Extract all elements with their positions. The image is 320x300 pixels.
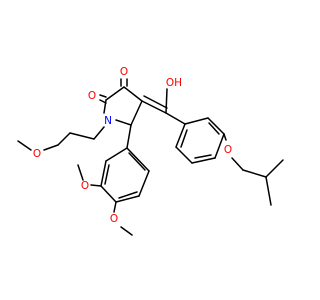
bond-c2-o-1 <box>99 94 107 98</box>
bond-aryl-o-isobutoxy <box>223 133 227 141</box>
bond-ch2-o <box>43 144 59 151</box>
bond-dmp-1 <box>105 147 128 162</box>
bond-exo-oh <box>165 88 168 114</box>
bond-exo-aryl <box>165 112 186 125</box>
bond-n-ch2 <box>93 126 105 140</box>
molecule-structure: O O N OH O O O O <box>0 0 300 300</box>
bond-o-ch2 <box>231 157 244 171</box>
bond-c4-exo-1 <box>141 100 167 114</box>
bond-o3-ch3 <box>77 164 84 181</box>
atom-n-ring: N <box>104 115 112 127</box>
bond-phenyl-inner-2 <box>194 154 212 159</box>
bond-phenyl-6 <box>175 123 186 148</box>
atom-labels: O O N OH O O O O <box>33 66 232 225</box>
bond-dmp-inner-2 <box>118 191 138 199</box>
atom-o-ketone: O <box>120 66 128 78</box>
bond-aryl-o-4 <box>113 201 117 213</box>
bond-dmp-inner-1 <box>104 164 110 185</box>
bond-dmp-4 <box>115 195 140 203</box>
bond-phenyl-5 <box>175 146 193 164</box>
bond-ch-ch3-a <box>265 176 272 206</box>
bond-aryl-o-3 <box>90 184 102 187</box>
bond-dmp-6 <box>126 147 150 172</box>
atom-o-lactam: O <box>88 90 96 102</box>
bond-c4-c5 <box>130 100 143 126</box>
atom-o-methoxy-3: O <box>81 180 89 192</box>
bond-c2-o-2 <box>99 99 107 104</box>
bond-phenyl-inner-3 <box>180 129 188 148</box>
atom-o-hydroxyl: OH <box>166 77 182 89</box>
bond-phenyl-4 <box>191 157 216 164</box>
bond-ch2-ch <box>242 169 267 178</box>
atom-o-methoxypropyl: O <box>33 148 41 160</box>
bond-phenyl-inner-1 <box>208 122 220 135</box>
bond-phenyl-1 <box>184 117 209 125</box>
bond-o-ch3 <box>17 140 32 151</box>
bond-lines <box>17 78 284 236</box>
bond-ch-ch3-b <box>265 159 284 178</box>
bond-phenyl-3 <box>214 133 225 159</box>
bond-dmp-5 <box>138 170 150 197</box>
atom-o-methoxy-4: O <box>110 213 118 225</box>
bond-c2-c3 <box>105 86 125 101</box>
bond-ch2-ch2-b <box>57 132 71 146</box>
atom-o-isobutoxy: O <box>224 144 232 156</box>
bond-c4-exo-2 <box>143 95 168 109</box>
bond-dmp-3 <box>100 185 117 203</box>
bond-dmp-2 <box>100 160 107 187</box>
bond-o4-ch3 <box>120 226 133 236</box>
bond-c3-c4 <box>123 86 143 102</box>
canvas-background <box>0 0 300 300</box>
bond-ch2-ch2 <box>69 132 95 140</box>
bond-c5-aryl <box>126 124 132 149</box>
bond-phenyl-2 <box>207 117 225 135</box>
bond-dmp-inner-3 <box>128 152 146 171</box>
bond-c5-n <box>115 119 132 126</box>
